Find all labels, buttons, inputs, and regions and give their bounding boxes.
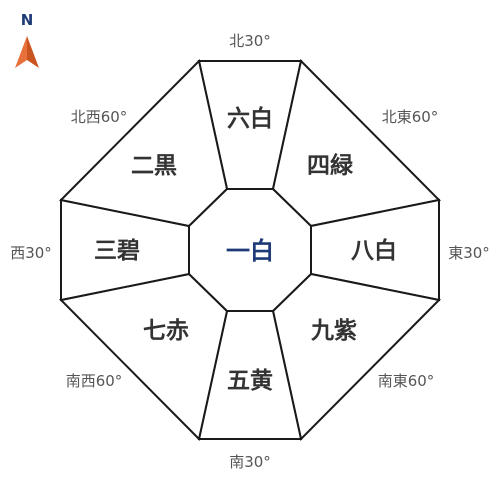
sector-southwest — [58, 272, 229, 442]
sector-northwest-label: 二黒 — [131, 153, 177, 179]
sector-southeast — [271, 272, 442, 442]
sector-southeast-label: 九紫 — [310, 318, 357, 344]
north-arrow-icon: N — [15, 11, 39, 68]
direction-west-label: 西30° — [10, 244, 52, 262]
sector-north-label: 六白 — [227, 105, 273, 132]
sector-west-label: 三碧 — [94, 237, 140, 264]
direction-southwest-label: 南西60° — [66, 372, 123, 390]
sector-northeast-label: 四緑 — [307, 152, 354, 179]
direction-northwest-label: 北西60° — [71, 108, 128, 126]
north-letter: N — [21, 11, 34, 29]
sector-southwest-label: 七赤 — [143, 318, 189, 344]
sector-south-label: 五黄 — [227, 368, 273, 394]
sector-east-label: 八白 — [351, 237, 397, 264]
sector-northeast — [271, 58, 442, 228]
center-star-label: 一白 — [226, 237, 274, 265]
direction-south-label: 南30° — [229, 453, 271, 471]
center-octagon — [188, 188, 312, 312]
direction-northeast-label: 北東60° — [382, 108, 439, 126]
direction-north-label: 北30° — [229, 32, 271, 50]
direction-east-label: 東30° — [448, 244, 490, 262]
sector-northwest — [58, 58, 229, 228]
direction-southeast-label: 南東60° — [378, 372, 435, 390]
